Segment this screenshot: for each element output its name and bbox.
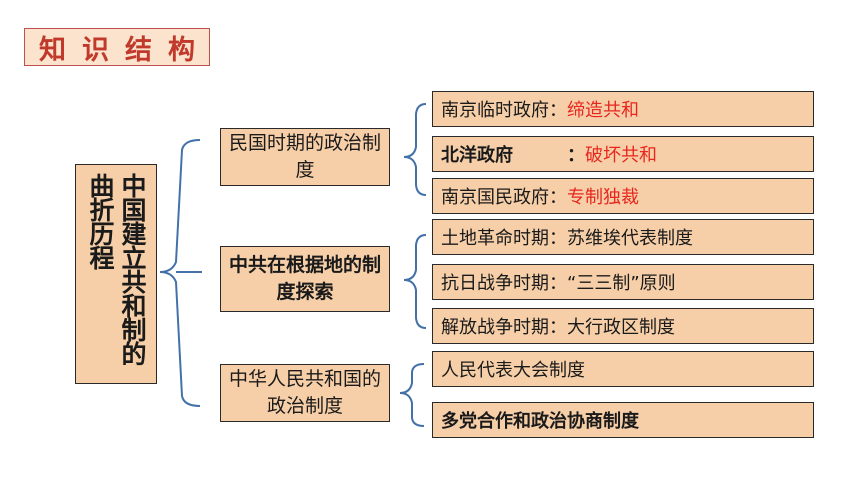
title-char-3: 结	[125, 34, 152, 66]
branch-1-brace-lower	[403, 156, 427, 196]
root-node: 中国建立共和制的 曲折历程	[75, 164, 157, 384]
branch-1-node: 民国时期的政治制度	[220, 128, 390, 186]
leaf-3-1: 人民代表大会制度	[432, 351, 814, 387]
branch-2-brace-lower	[403, 279, 427, 329]
leaf-3-2: 多党合作和政治协商制度	[432, 402, 814, 438]
leaf-1-1: 南京临时政府：缔造共和	[432, 91, 814, 127]
leaf-1-2-prefix: 北洋政府	[441, 145, 513, 166]
branch-3-node: 中华人民共和国的政治制度	[220, 364, 390, 422]
leaf-1-1-value: 缔造共和	[567, 100, 639, 121]
leaf-1-3: 南京国民政府：专制独裁	[432, 178, 814, 214]
title-char-2: 识	[82, 34, 109, 66]
leaf-1-1-prefix: 南京临时政府：	[441, 100, 567, 121]
branch-3-brace	[399, 363, 425, 394]
root-brace	[159, 139, 201, 273]
leaf-1-3-prefix: 南京国民政府：	[441, 187, 567, 208]
leaf-2-2: 抗日战争时期：“三三制”原则	[432, 264, 814, 300]
root-line-2: 曲折历程	[86, 173, 115, 269]
title-char-1: 知	[39, 34, 66, 66]
branch-1-brace	[403, 103, 427, 158]
leaf-2-1: 土地革命时期：苏维埃代表制度	[432, 219, 814, 255]
leaf-1-2-value: 破坏共和	[585, 145, 657, 166]
leaf-1-3-value: 专制独裁	[567, 187, 639, 208]
branch-3-brace-lower	[399, 392, 425, 427]
branch-2-node: 中共在根据地的制度探索	[220, 246, 390, 312]
root-line-1: 中国建立共和制的	[118, 173, 147, 365]
title-char-4: 构	[168, 34, 195, 66]
root-brace-lower	[159, 271, 201, 407]
branch-2-brace	[403, 234, 427, 281]
leaf-1-2: 北洋政府：破坏共和	[432, 136, 814, 172]
title-box: 知 识 结 构	[24, 28, 210, 66]
leaf-2-3: 解放战争时期：大行政区制度	[432, 308, 814, 344]
